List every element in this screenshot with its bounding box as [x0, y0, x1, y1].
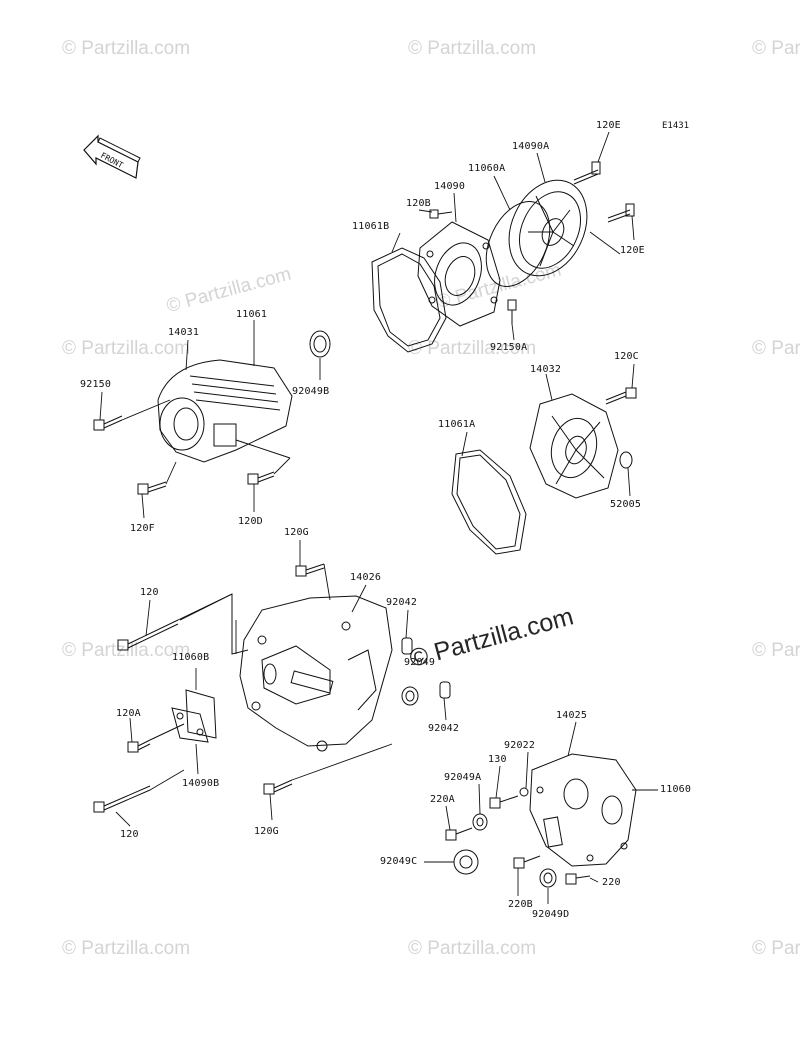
diagram-code: E1431	[662, 121, 690, 131]
part-label: 11061B	[352, 221, 390, 232]
watermark: © Partzilla.com	[408, 338, 537, 359]
watermark: © Partzilla.com	[408, 38, 537, 59]
part-label: 130	[488, 754, 507, 765]
gasket-11061B	[371, 247, 447, 353]
dowel-92042-lower	[439, 681, 451, 699]
part-label: 120	[120, 829, 139, 840]
part-label: 14026	[350, 572, 382, 583]
watermark: © Partzilla.com	[752, 338, 800, 359]
plug-52005	[619, 451, 633, 469]
bolt-130	[489, 795, 519, 809]
watermark: © Partzilla.com	[408, 938, 537, 959]
watermark: © Partzilla.com	[62, 938, 191, 959]
part-label: 92042	[386, 597, 418, 608]
part-label: 120G	[254, 826, 279, 837]
dowel-92042-top	[401, 637, 413, 655]
bolt-120F	[137, 481, 167, 495]
part-label: 92049D	[532, 909, 570, 920]
bolt-120B	[429, 209, 453, 219]
part-label: 220B	[508, 899, 533, 910]
part-label: 220	[602, 877, 621, 888]
seal-92049C	[453, 849, 479, 875]
part-label: 92150A	[490, 342, 528, 353]
bolt-120E-top	[573, 161, 601, 185]
part-label: 220A	[430, 794, 455, 805]
cover-14032	[529, 393, 619, 499]
watermark: © Partzilla.com	[62, 338, 191, 359]
bolt-92150	[93, 415, 123, 431]
cover-14031	[157, 359, 293, 463]
cover-11060B-14090B	[171, 689, 217, 743]
part-label: 11061	[236, 309, 268, 320]
cover-14025	[529, 753, 637, 867]
seal-92049D	[539, 868, 557, 888]
seal-92049A	[472, 813, 488, 831]
gasket-11061A	[451, 449, 527, 555]
bolt-120-lower	[93, 785, 151, 813]
part-label: 120E	[620, 245, 645, 256]
part-label: 92049B	[292, 386, 330, 397]
part-label: 120	[140, 587, 159, 598]
part-label: 120B	[406, 198, 431, 209]
part-label: 92049	[404, 657, 436, 668]
part-label: 92049C	[380, 856, 418, 867]
part-label: 92049A	[444, 772, 482, 783]
watermark: © Partzilla.com	[62, 38, 191, 59]
watermark: © Partzilla.com	[752, 38, 800, 59]
bolt-92150A	[507, 299, 517, 324]
bolt-120E-right	[607, 203, 635, 223]
bolt-120D	[247, 471, 275, 485]
part-label: 92022	[504, 740, 536, 751]
bolt-120-upper	[117, 619, 179, 651]
part-label: 120F	[130, 523, 155, 534]
seal-92049B	[309, 330, 331, 358]
part-label: 11060	[660, 784, 692, 795]
part-label: 92042	[428, 723, 460, 734]
bolt-220B	[513, 855, 541, 869]
part-label: 11061A	[438, 419, 476, 430]
cover-14090	[417, 221, 501, 327]
part-label: 52005	[610, 499, 642, 510]
part-label: 14032	[530, 364, 562, 375]
part-label: 14031	[168, 327, 200, 338]
part-label: 120A	[116, 708, 141, 719]
part-label: 11060A	[468, 163, 506, 174]
part-label: 11060B	[172, 652, 210, 663]
washer-92022	[519, 787, 529, 797]
bolt-120G-top	[295, 563, 325, 577]
cover-14026	[239, 595, 393, 752]
part-label: 14025	[556, 710, 588, 721]
part-label: 120D	[238, 516, 263, 527]
part-label: 120C	[614, 351, 639, 362]
front-arrow-icon: FRONT	[83, 134, 141, 179]
part-label: 14090B	[182, 778, 220, 789]
bolt-120C	[605, 387, 637, 405]
watermark: © Partzilla.com	[752, 640, 800, 661]
watermark: © Partzilla.com	[752, 938, 800, 959]
bolt-220	[565, 873, 591, 885]
bolt-120G-bottom	[263, 779, 293, 795]
part-label: 120G	[284, 527, 309, 538]
leader-lines	[99, 131, 658, 904]
part-label: 14090	[434, 181, 466, 192]
part-label: 120E	[596, 120, 621, 131]
cover-14090A	[508, 179, 588, 277]
part-label: 92150	[80, 379, 112, 390]
bolt-120A	[127, 739, 151, 753]
bolt-220A	[445, 827, 473, 841]
part-label: 14090A	[512, 141, 550, 152]
seal-92049	[401, 686, 419, 706]
